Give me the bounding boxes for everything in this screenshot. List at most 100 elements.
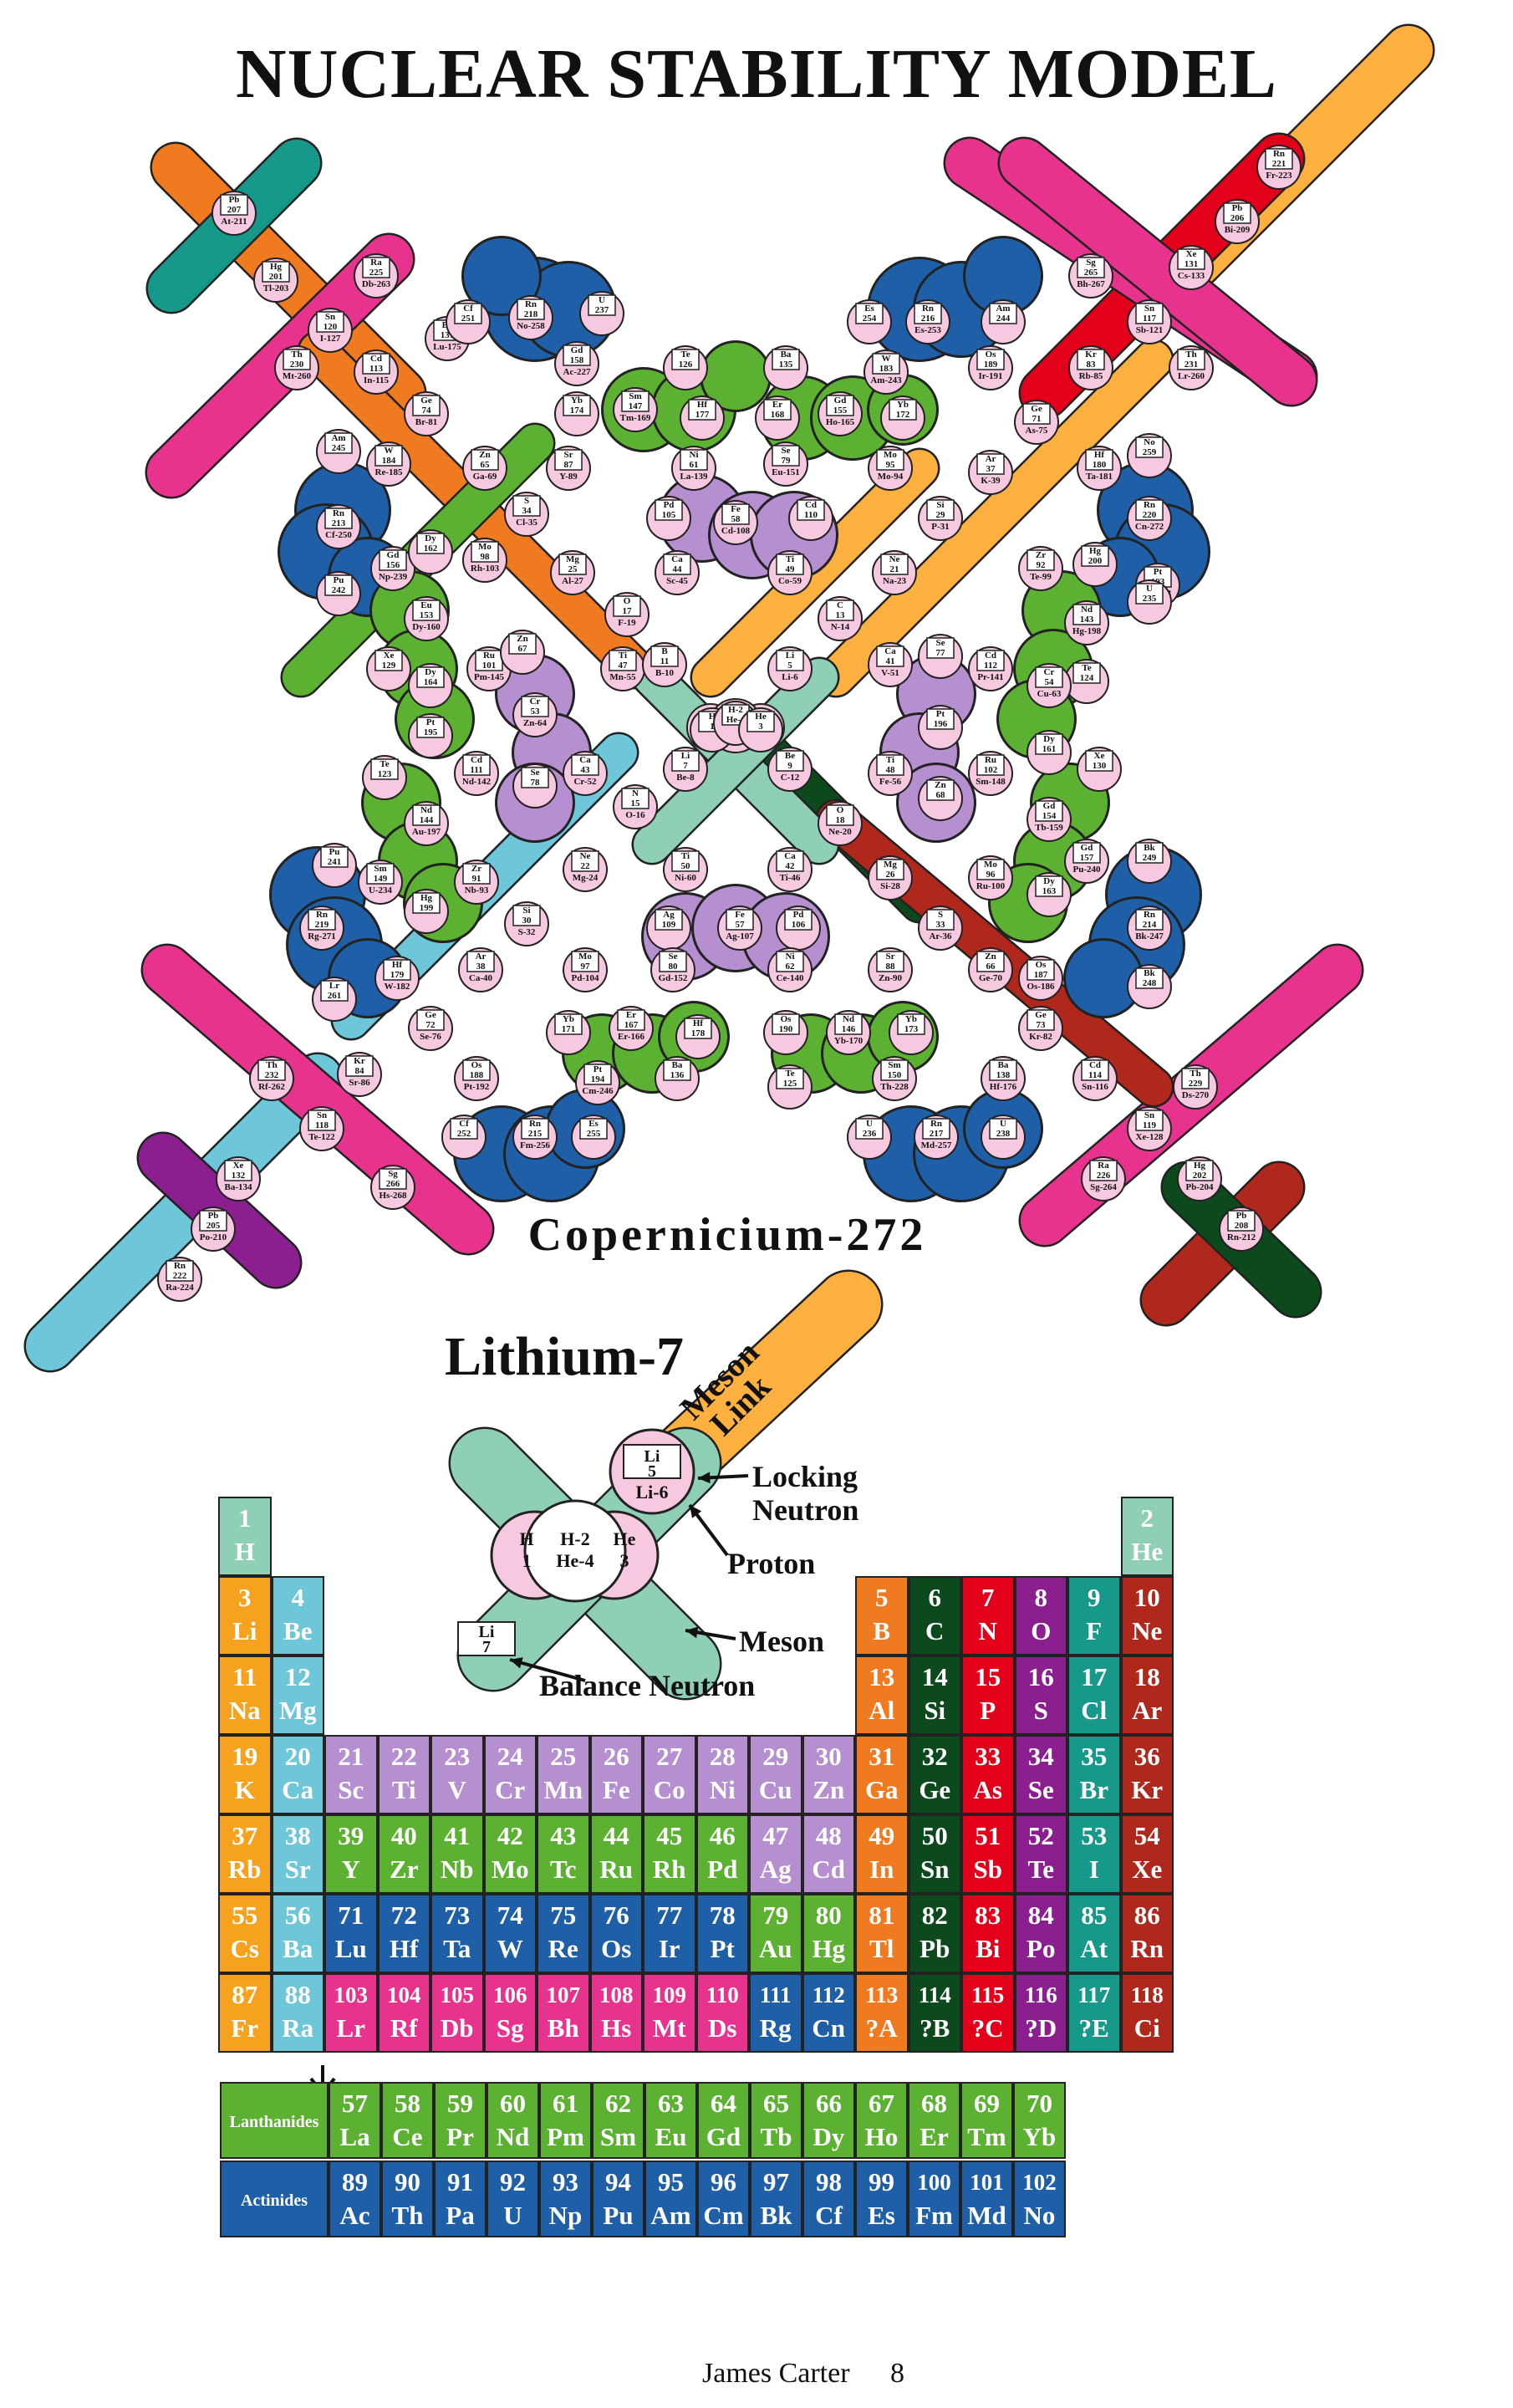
isotope-mass: 241 [328,857,342,867]
isotope-symbol: Rn [1144,500,1155,510]
isotope-mass: 48 [886,765,896,775]
isotope-mass: 222 [173,1271,187,1281]
isotope-mass: 208 [1235,1221,1249,1231]
isotope-product: Mg-24 [573,873,599,883]
isotope-mass: 155 [833,406,848,416]
element-number: 56 [284,1900,311,1930]
element-symbol: Kr [1131,1775,1164,1804]
isotope-symbol: Nd [420,805,432,815]
element-number: 47 [762,1821,789,1850]
isotope-mass: 190 [779,1024,793,1034]
element-number: 19 [232,1742,258,1771]
element-symbol: ?C [971,2013,1004,2043]
isotope-product: Db-263 [362,279,391,289]
isotope-mass: 261 [328,991,342,1001]
element-symbol: Re [548,1934,578,1963]
isotope-product: Cl-35 [516,518,537,528]
element-symbol: Xe [1132,1854,1163,1884]
isotope-mass: 92 [1037,560,1047,570]
isotope-symbol: Pd [664,500,675,510]
isotope-symbol: Os [781,1014,792,1024]
isotope-symbol: Cf [459,1119,469,1129]
element-number: 10 [1133,1583,1160,1612]
actinides-label: Actinides [220,2161,329,2237]
isotope-product: Bk-247 [1135,931,1164,941]
isotope-symbol: Hf [693,1018,704,1028]
isotope-mass: 119 [1143,1120,1156,1130]
element-number: 42 [497,1821,523,1850]
element-number: 51 [975,1821,1001,1850]
isotope-symbol: Ca [579,755,591,765]
isotope-symbol: Hf [697,400,708,410]
isotope-symbol: Dy [1043,734,1055,744]
isotope-symbol: Be [785,751,795,761]
isotope-symbol: Se [936,638,945,648]
element-symbol: Mn [543,1775,583,1804]
isotope-product: Ca-40 [469,973,493,983]
element-symbol: Li [232,1616,257,1645]
element-number: 50 [921,1821,948,1850]
element-number: 93 [553,2167,578,2196]
isotope-mass: 216 [921,314,935,324]
isotope-symbol: Ti [681,851,690,861]
element-number: 87 [232,1980,258,2009]
isotope-symbol: Pb [208,1211,219,1221]
isotope-mass: 58 [731,514,741,524]
element-symbol: Na [228,1696,261,1725]
isotope-product: Fr-223 [1266,171,1292,181]
isotope-product: Pu-240 [1073,865,1102,875]
element-symbol: V [447,1775,466,1804]
element-symbol: Ho [864,2122,899,2151]
element-symbol: Ci [1133,2013,1160,2043]
isotope-mass: 236 [863,1129,877,1139]
isotope-mass: 113 [369,364,383,374]
isotope-symbol: Sg [1086,258,1096,268]
isotope-symbol: Ba [781,349,792,360]
isotope-mass: 102 [984,765,998,775]
element-number: 30 [815,1742,842,1771]
isotope-symbol: Te [1082,663,1091,673]
isotope-symbol: Er [626,1010,636,1020]
element-symbol: Ac [339,2201,370,2230]
isotope-mass: 79 [782,456,792,466]
isotope-product: Ho-165 [826,417,855,427]
element-symbol: At [1080,1934,1108,1963]
cluster-blob-8 [702,343,769,410]
element-number: 113 [865,1982,899,2008]
isotope-product: Np-239 [379,572,408,582]
element-symbol: P [980,1696,996,1725]
element-number: 116 [1024,1982,1057,2008]
element-symbol: Am [650,2201,691,2230]
element-number: 71 [338,1900,364,1930]
isotope-symbol: Rn [316,910,328,920]
isotope-mass: 21 [890,564,899,574]
isotope-mass: 96 [986,870,996,880]
